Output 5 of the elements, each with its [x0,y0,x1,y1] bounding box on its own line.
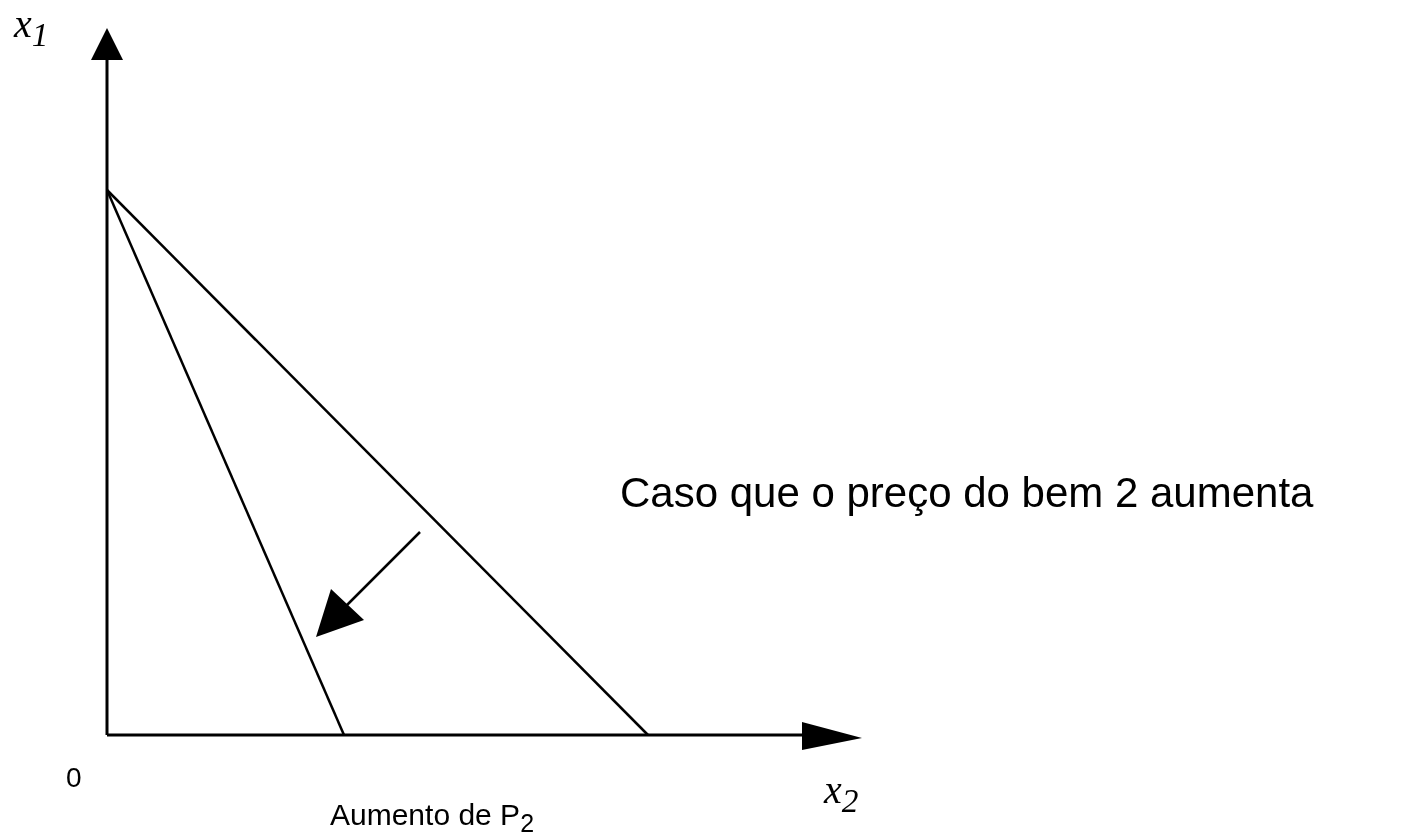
chart-caption: Aumento de P$_{2}$ [330,800,535,834]
annotation-text: Caso que o preço do bem 2 aumenta [620,472,1314,514]
axis-label: x$_{2}$ [824,770,859,818]
origin-label: 0 [66,764,82,792]
axis-label: x$_{1}$ [14,4,49,52]
